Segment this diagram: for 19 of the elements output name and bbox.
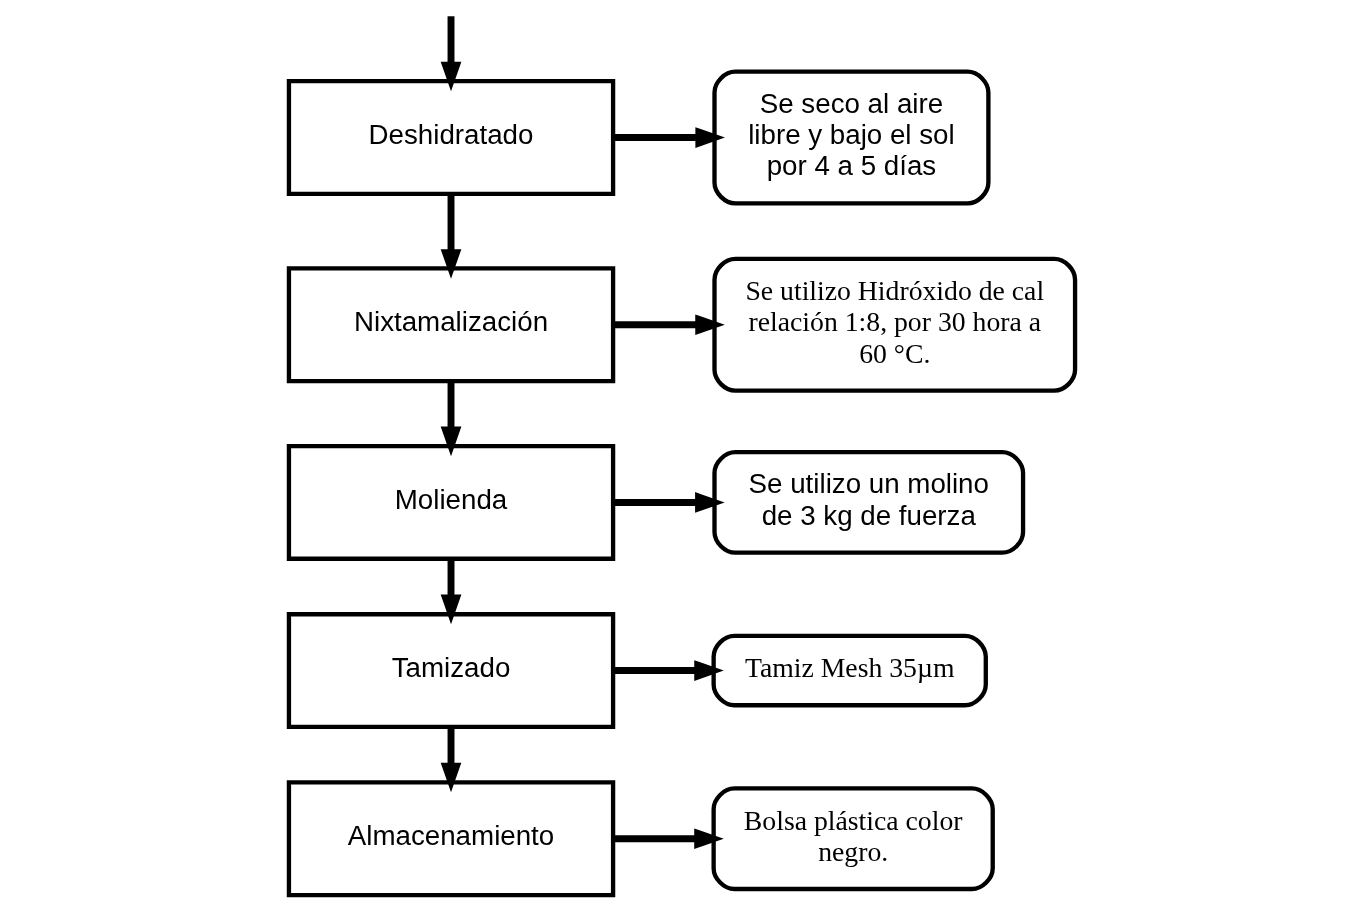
arrow [613, 660, 724, 681]
arrow [440, 193, 461, 279]
arrow [613, 828, 724, 850]
arrow [440, 381, 461, 457]
arrow [613, 127, 725, 148]
arrow [440, 559, 461, 625]
node-box: Tamiz Mesh 35µm [710, 633, 988, 708]
node-box: Molienda [286, 443, 615, 561]
node-box: Almacenamiento [286, 780, 615, 898]
node-box: Se utilizo un molino de 3 kg de fuerza [711, 450, 1025, 555]
arrow [612, 492, 725, 513]
node-box: Nixtamalización [286, 266, 615, 384]
node-box: Se seco al aire libre y bajo el sol por 4 a 5 días [711, 69, 991, 206]
node-box: Bolsa plástica color negro. [710, 786, 995, 892]
node-box: Se utilizo Hidróxido de cal relación 1:8, por 30 hora a 60 °C. [711, 256, 1077, 393]
node-box: Tamizado [286, 612, 615, 730]
arrow [612, 314, 725, 336]
arrow [440, 727, 461, 793]
node-box: Deshidratado [286, 79, 615, 197]
